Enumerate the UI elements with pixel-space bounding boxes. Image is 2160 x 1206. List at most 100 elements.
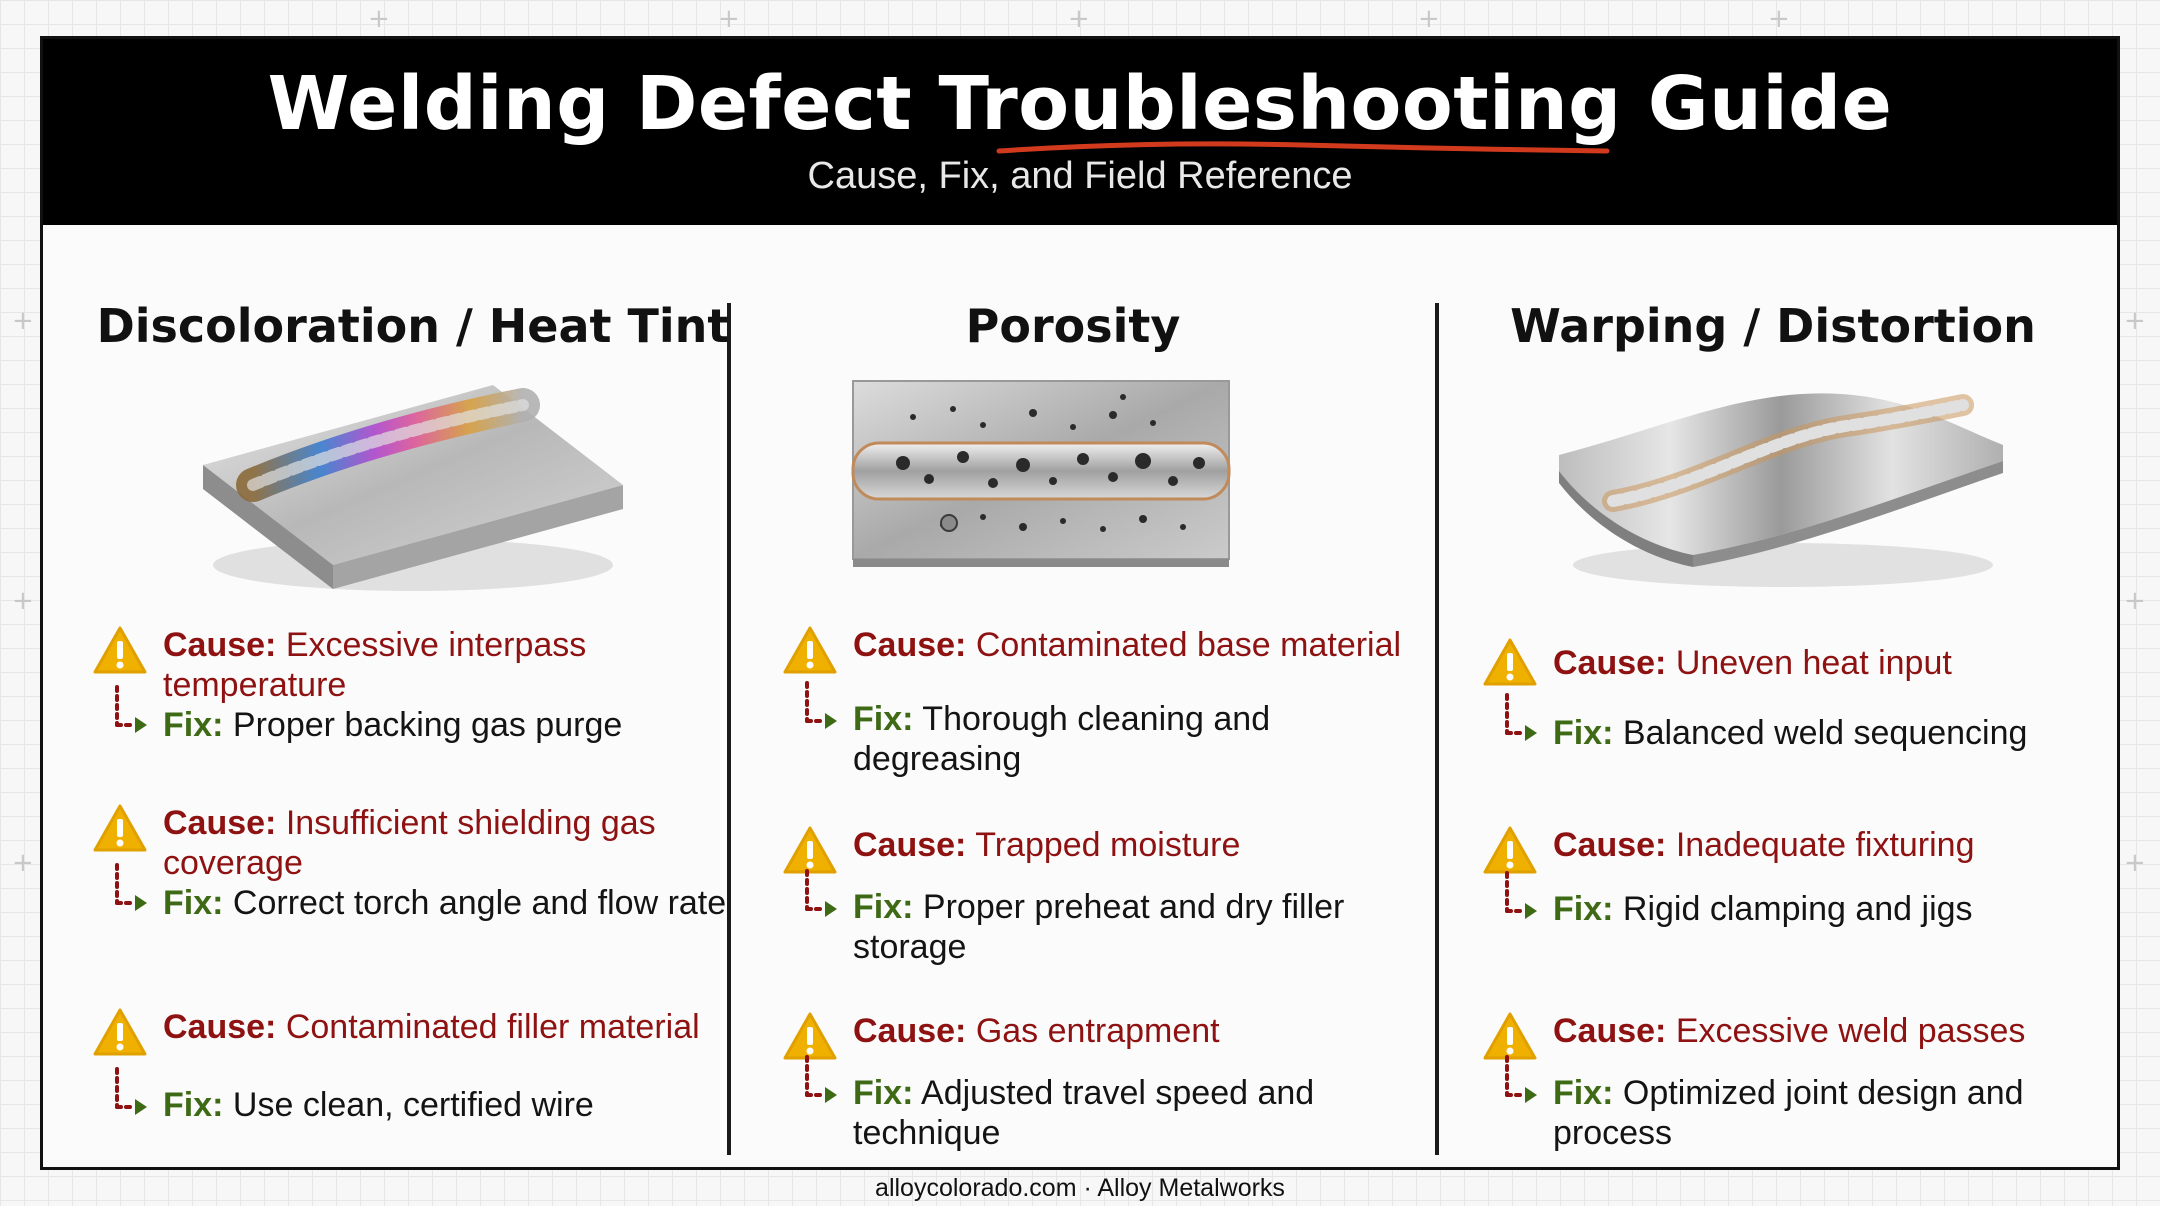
cause-fix-entry: Cause: Trapped moisture Fix: Proper preh… xyxy=(783,825,1423,995)
crosshair-mark: + xyxy=(2124,848,2146,878)
fix-label: Fix: xyxy=(853,1074,914,1112)
cause-description: Contaminated base material xyxy=(975,626,1402,664)
fix-description: Thorough cleaning and degreasing xyxy=(853,700,1271,778)
fix-text: Fix: Correct torch angle and flow rate xyxy=(163,883,733,923)
cause-description: Insufficient shielding gas coverage xyxy=(163,804,656,882)
fix-text: Fix: Use clean, certified wire xyxy=(163,1085,733,1125)
cause-to-fix-arrow-icon xyxy=(115,1067,147,1115)
crosshair-mark: + xyxy=(12,306,34,336)
cause-description: Trapped moisture xyxy=(975,826,1241,864)
cause-description: Gas entrapment xyxy=(975,1012,1220,1050)
cause-label: Cause: xyxy=(163,626,277,664)
cause-label: Cause: xyxy=(163,1008,277,1046)
fix-text: Fix: Thorough cleaning and degreasing xyxy=(853,699,1423,779)
fix-label: Fix: xyxy=(853,888,914,926)
cause-to-fix-arrow-icon xyxy=(1505,693,1537,741)
porosity-plate-illustration xyxy=(851,380,1231,567)
fix-text: Fix: Optimized joint design and process xyxy=(1553,1073,2103,1153)
fix-description: Proper preheat and dry filler storage xyxy=(853,888,1345,966)
fix-label: Fix: xyxy=(1553,1074,1614,1112)
fix-text: Fix: Proper backing gas purge xyxy=(163,705,733,745)
cause-to-fix-arrow-icon xyxy=(805,869,837,917)
fix-label: Fix: xyxy=(1553,714,1614,752)
cause-fix-entry: Cause: Gas entrapment Fix: Adjusted trav… xyxy=(783,1011,1423,1161)
title-underline-accent xyxy=(996,141,1610,154)
cause-description: Contaminated filler material xyxy=(285,1008,700,1046)
cause-text: Cause: Excessive interpass temperature xyxy=(163,625,733,705)
cause-to-fix-arrow-icon xyxy=(1505,871,1537,919)
title-banner: Welding Defect Troubleshooting Guide Cau… xyxy=(43,39,2117,225)
fix-description: Optimized joint design and process xyxy=(1553,1074,2024,1152)
cause-label: Cause: xyxy=(853,1012,967,1050)
warning-icon xyxy=(1483,826,1537,874)
cause-fix-entry: Cause: Excessive weld passes Fix: Optimi… xyxy=(1483,1011,2103,1161)
cause-label: Cause: xyxy=(853,826,967,864)
column-title: Discoloration / Heat Tint xyxy=(96,299,730,353)
cause-label: Cause: xyxy=(1553,644,1667,682)
guide-frame: Welding Defect Troubleshooting Guide Cau… xyxy=(40,36,2120,1170)
cause-fix-entry: Cause: Inadequate fixturing Fix: Rigid c… xyxy=(1483,825,2103,975)
fix-description: Balanced weld sequencing xyxy=(1622,714,2028,752)
cause-text: Cause: Excessive weld passes xyxy=(1553,1011,2103,1051)
crosshair-mark: + xyxy=(12,848,34,878)
cause-fix-entry: Cause: Excessive interpass temperature F… xyxy=(93,625,733,795)
cause-label: Cause: xyxy=(1553,1012,1667,1050)
heat-tint-plate-illustration xyxy=(203,385,623,591)
cause-description: Excessive interpass temperature xyxy=(163,626,587,704)
cause-to-fix-arrow-icon xyxy=(805,681,837,729)
cause-label: Cause: xyxy=(853,626,967,664)
warning-icon xyxy=(1483,1012,1537,1060)
defect-column-heat-tint: Discoloration / Heat Tint xyxy=(93,225,733,1173)
crosshair-mark: + xyxy=(718,4,740,34)
warped-plate-illustration xyxy=(1559,393,2003,587)
crosshair-mark: + xyxy=(12,586,34,616)
fix-label: Fix: xyxy=(163,1086,224,1124)
warning-icon xyxy=(1483,638,1537,686)
cause-text: Cause: Contaminated filler material xyxy=(163,1007,733,1047)
warning-icon xyxy=(783,1012,837,1060)
warning-icon xyxy=(783,826,837,874)
cause-fix-entry: Cause: Insufficient shielding gas covera… xyxy=(93,803,733,973)
column-divider xyxy=(1435,303,1439,1155)
crosshair-mark: + xyxy=(1418,4,1440,34)
fix-description: Proper backing gas purge xyxy=(232,706,623,744)
fix-label: Fix: xyxy=(163,706,224,744)
cause-description: Excessive weld passes xyxy=(1675,1012,2026,1050)
column-title: Porosity xyxy=(965,299,1181,353)
fix-text: Fix: Adjusted travel speed and technique xyxy=(853,1073,1423,1153)
cause-text: Cause: Gas entrapment xyxy=(853,1011,1423,1051)
fix-text: Fix: Balanced weld sequencing xyxy=(1553,713,2103,753)
defect-column-porosity: Porosity xyxy=(783,225,1423,1173)
crosshair-mark: + xyxy=(2124,586,2146,616)
cause-text: Cause: Insufficient shielding gas covera… xyxy=(163,803,733,883)
fix-description: Adjusted travel speed and technique xyxy=(853,1074,1315,1152)
page-title: Welding Defect Troubleshooting Guide xyxy=(267,61,1893,147)
cause-text: Cause: Uneven heat input xyxy=(1553,643,2103,683)
cause-to-fix-arrow-icon xyxy=(1505,1055,1537,1103)
warning-icon xyxy=(783,626,837,674)
cause-fix-entry: Cause: Uneven heat input Fix: Balanced w… xyxy=(1483,637,2103,787)
crosshair-mark: + xyxy=(2124,306,2146,336)
cause-text: Cause: Contaminated base material xyxy=(853,625,1423,665)
page-subtitle: Cause, Fix, and Field Reference xyxy=(807,155,1353,197)
cause-fix-entry: Cause: Contaminated filler material Fix:… xyxy=(93,1007,733,1157)
fix-label: Fix: xyxy=(163,884,224,922)
warning-icon xyxy=(93,626,147,674)
fix-label: Fix: xyxy=(853,700,914,738)
fix-text: Fix: Rigid clamping and jigs xyxy=(1553,889,2103,929)
cause-to-fix-arrow-icon xyxy=(805,1055,837,1103)
column-title: Warping / Distortion xyxy=(1510,299,2036,353)
defect-column-warping: Warping / Distortion xyxy=(1483,225,2103,1173)
cause-label: Cause: xyxy=(1553,826,1667,864)
crosshair-mark: + xyxy=(1068,4,1090,34)
footer-credit: alloycolorado.com · Alloy Metalworks xyxy=(875,1174,1285,1202)
fix-description: Use clean, certified wire xyxy=(232,1086,594,1124)
cause-label: Cause: xyxy=(163,804,277,842)
fix-description: Correct torch angle and flow rate xyxy=(232,884,727,922)
fix-label: Fix: xyxy=(1553,890,1614,928)
fix-text: Fix: Proper preheat and dry filler stora… xyxy=(853,887,1423,967)
cause-text: Cause: Trapped moisture xyxy=(853,825,1423,865)
cause-description: Uneven heat input xyxy=(1675,644,1952,682)
fix-description: Rigid clamping and jigs xyxy=(1622,890,1973,928)
cause-to-fix-arrow-icon xyxy=(115,685,147,733)
